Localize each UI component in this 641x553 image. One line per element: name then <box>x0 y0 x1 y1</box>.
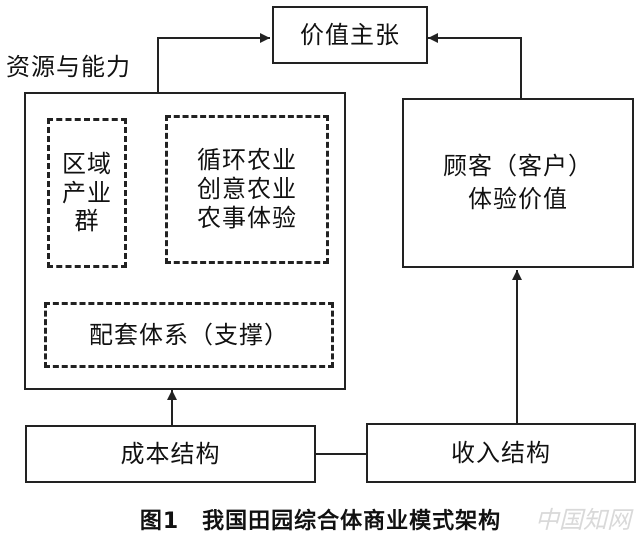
value-proposition-label: 价值主张 <box>300 20 400 49</box>
revenue-structure-box: 收入结构 <box>366 423 636 483</box>
agri-type-creative: 创意农业 <box>197 175 297 204</box>
watermark: 中国知网 <box>535 506 631 534</box>
agri-types-box: 循环农业 创意农业 农事体验 <box>165 115 329 264</box>
agri-type-circular: 循环农业 <box>197 146 297 175</box>
revenue-structure-label: 收入结构 <box>451 438 551 467</box>
regional-cluster-line-1: 区域 <box>62 149 112 178</box>
support-system-label: 配套体系（支撑） <box>89 320 289 349</box>
cost-structure-label: 成本结构 <box>120 439 221 468</box>
arrow-customer-to-value <box>428 33 522 98</box>
figure-caption: 图1 我国田园综合体商业模式架构 <box>139 509 502 534</box>
regional-cluster-line-2: 产业 <box>62 178 112 207</box>
customer-value-line-2: 体验价值 <box>468 185 568 213</box>
cost-structure-box: 成本结构 <box>25 425 316 483</box>
arrow-resources-to-value <box>157 33 270 92</box>
value-proposition-box: 价值主张 <box>272 6 428 64</box>
regional-cluster-line-3: 群 <box>74 207 100 236</box>
customer-value-box: 顾客（客户） 体验价值 <box>402 98 634 268</box>
customer-value-line-1: 顾客（客户） <box>443 152 593 181</box>
resources-label: 资源与能力 <box>6 53 131 81</box>
support-system-box: 配套体系（支撑） <box>44 302 334 368</box>
agri-type-farming-experience: 农事体验 <box>197 203 297 232</box>
regional-cluster-box: 区域 产业 群 <box>47 118 127 268</box>
